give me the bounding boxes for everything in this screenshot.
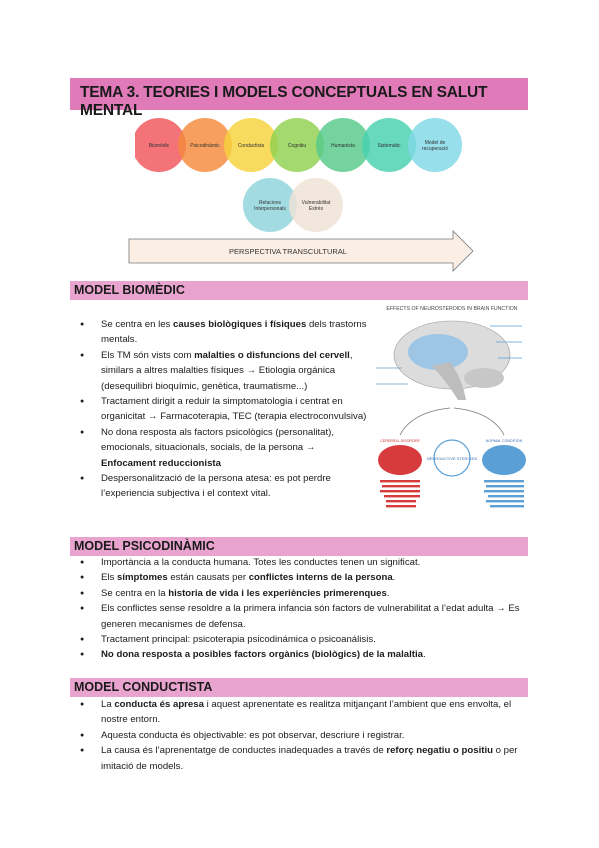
center-label: NEUROACTIVE STEROIDS xyxy=(427,456,478,461)
model-label-3: Cognitiu xyxy=(288,143,307,149)
model-circle-5 xyxy=(362,118,416,172)
psicodinamic-list: Importància a la conducta humana. Totes … xyxy=(78,555,533,663)
models-diagram: Biomèdic Psicodinàmic Conductista Cognitiu H… xyxy=(135,118,462,232)
left-label: CEREBRAL DISORDER xyxy=(380,439,420,443)
model-label-1: Psicodinàmic xyxy=(190,143,220,149)
section-heading-biomedic: MODEL BIOMÈDIC xyxy=(70,281,528,300)
model-label-4: Humanista xyxy=(331,143,355,149)
model-circle-2 xyxy=(224,118,278,172)
list-item: Els TM són vists com malalties o disfunc… xyxy=(78,348,370,394)
model-label-2: Conductista xyxy=(238,143,265,149)
list-item: Tractament principal: psicoterapia psico… xyxy=(78,632,533,648)
list-item: Importància a la conducta humana. Totes … xyxy=(78,555,533,571)
list-item: Se centra en les causes biològiques i fí… xyxy=(78,317,370,348)
section-heading-psicodinamic: MODEL PSICODINÀMIC xyxy=(70,537,528,556)
arrow-label: PERSPECTIVA TRANSCULTURAL xyxy=(229,247,347,256)
list-item: Despersonalització de la persona atesa: … xyxy=(78,471,370,502)
list-item: La conducta és apresa i aquest aprenenta… xyxy=(78,697,533,728)
neurosteroids-figure: EFFECTS OF NEUROSTEROIDS IN BRAIN FUNCTI… xyxy=(376,306,526,508)
right-label: NORMAL CONDITION xyxy=(486,439,523,443)
list-item: Els conflictes sense resoldre a la prime… xyxy=(78,601,533,632)
model2-circle-1 xyxy=(289,178,343,232)
section-heading-conductista: MODEL CONDUCTISTA xyxy=(70,678,528,697)
model2-circle-0 xyxy=(243,178,297,232)
list-item: La causa és l’aprenentatge de conductes … xyxy=(78,743,533,774)
model-label-5: Sistemàtic xyxy=(377,143,401,149)
model-circle-6 xyxy=(408,118,462,172)
list-item: No dona resposta a posibles factors orgà… xyxy=(78,647,533,663)
model-circle-3 xyxy=(270,118,324,172)
figure-title: EFFECTS OF NEUROSTEROIDS IN BRAIN FUNCTI… xyxy=(386,306,517,312)
title-band: TEMA 3. TEORIES I MODELS CONCEPTUALS EN … xyxy=(70,78,528,119)
biomedic-list: Se centra en les causes biològiques i fí… xyxy=(78,317,370,502)
model-label-0: Biomèdic xyxy=(149,143,170,149)
transcultural-arrow: PERSPECTIVA TRANSCULTURAL xyxy=(128,230,474,272)
list-item: Tractament dirigit a reduir la simptomat… xyxy=(78,394,370,425)
conductista-list: La conducta és apresa i aquest aprenenta… xyxy=(78,697,533,774)
model-circle-1 xyxy=(178,118,232,172)
list-item: Aquesta conducta és objectivable: es pot… xyxy=(78,728,533,744)
list-item: No dona resposta als factors psicològics… xyxy=(78,425,370,471)
page-title: TEMA 3. TEORIES I MODELS CONCEPTUALS EN … xyxy=(80,84,488,119)
list-item: Els símptomes están causats per conflict… xyxy=(78,570,533,586)
list-item: Se centra en la historia de vida i les e… xyxy=(78,586,533,602)
model-circle-0 xyxy=(135,118,186,172)
model-circle-4 xyxy=(316,118,370,172)
